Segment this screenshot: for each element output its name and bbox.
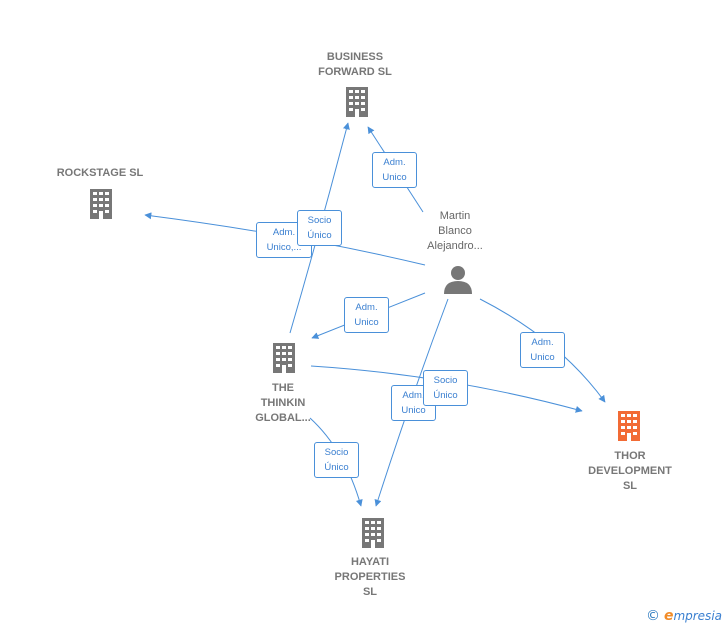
edge-label-line: Adm. xyxy=(355,302,378,313)
edge-label-line: Unico xyxy=(530,352,555,363)
edge-label-line: Unico xyxy=(401,405,426,416)
rockstage-building-icon xyxy=(90,189,112,219)
node-thinkin[interactable]: THE THINKIN GLOBAL... xyxy=(233,381,333,426)
brand-logo: empresia xyxy=(664,608,722,624)
edge-label-martin-thor[interactable]: Adm. Unico xyxy=(520,332,565,368)
empresia-watermark: © empresia xyxy=(646,608,722,624)
node-label-line: THOR xyxy=(614,450,646,462)
node-label-line: ROCKSTAGE SL xyxy=(56,167,144,179)
edge-label-line: Socio xyxy=(433,375,458,386)
thor-building-icon xyxy=(618,411,640,441)
node-rockstage[interactable]: ROCKSTAGE SL xyxy=(45,166,155,181)
brand-initial: e xyxy=(663,608,674,624)
edge-label-line: Único xyxy=(324,462,349,473)
business-forward-building-icon xyxy=(346,87,368,117)
node-label-line: BUSINESS xyxy=(326,51,384,63)
node-label-line: Blanco xyxy=(438,225,472,237)
edge-label-line: Adm. xyxy=(272,227,296,238)
person-icon xyxy=(444,266,472,294)
edge-label-martin-business[interactable]: Adm. Unico xyxy=(372,152,417,188)
edge-label-thinkin-business[interactable]: Socio Único xyxy=(297,210,342,246)
node-label-line: THE xyxy=(272,382,294,394)
node-label-line: DEVELOPMENT xyxy=(588,465,672,477)
edge-label-line: Adm. xyxy=(383,157,406,168)
node-label-line: HAYATI xyxy=(350,556,390,568)
edge-label-line: Unico xyxy=(354,317,379,328)
edge-label-line: Único xyxy=(433,390,458,401)
node-label-line: SL xyxy=(622,480,638,492)
edge-label-line: Único xyxy=(307,230,332,241)
edge-label-thinkin-hayati[interactable]: Socio Único xyxy=(314,442,359,478)
node-label-line: Martin xyxy=(439,210,471,222)
node-label-line: SL xyxy=(362,586,378,598)
node-martin[interactable]: Martin Blanco Alejandro... xyxy=(405,209,505,254)
node-label-line: THINKIN xyxy=(260,397,306,409)
node-label-line: PROPERTIES xyxy=(334,571,406,583)
edge-label-thinkin-thor[interactable]: Socio Único xyxy=(423,370,468,406)
edge-label-line: Socio xyxy=(307,215,332,226)
thinkin-building-icon xyxy=(273,343,295,373)
node-thor[interactable]: THOR DEVELOPMENT SL xyxy=(570,449,690,494)
node-label-line: FORWARD SL xyxy=(318,66,392,78)
edge-label-martin-thinkin[interactable]: Adm. Unico xyxy=(344,297,389,333)
edge-label-line: Socio xyxy=(324,447,349,458)
node-hayati[interactable]: HAYATI PROPERTIES SL xyxy=(320,555,420,600)
hayati-building-icon xyxy=(362,518,384,548)
edge-label-line: Unico,... xyxy=(266,242,302,253)
copyright-icon: © xyxy=(645,608,660,624)
brand-name: mpresia xyxy=(673,609,722,623)
edge-label-line: Unico xyxy=(382,172,407,183)
node-label-line: Alejandro... xyxy=(427,240,483,252)
node-label-line: GLOBAL... xyxy=(255,412,311,424)
edge-label-line: Adm. xyxy=(402,390,425,401)
node-business-forward[interactable]: BUSINESS FORWARD SL xyxy=(300,50,410,80)
edge-label-line: Adm. xyxy=(531,337,554,348)
